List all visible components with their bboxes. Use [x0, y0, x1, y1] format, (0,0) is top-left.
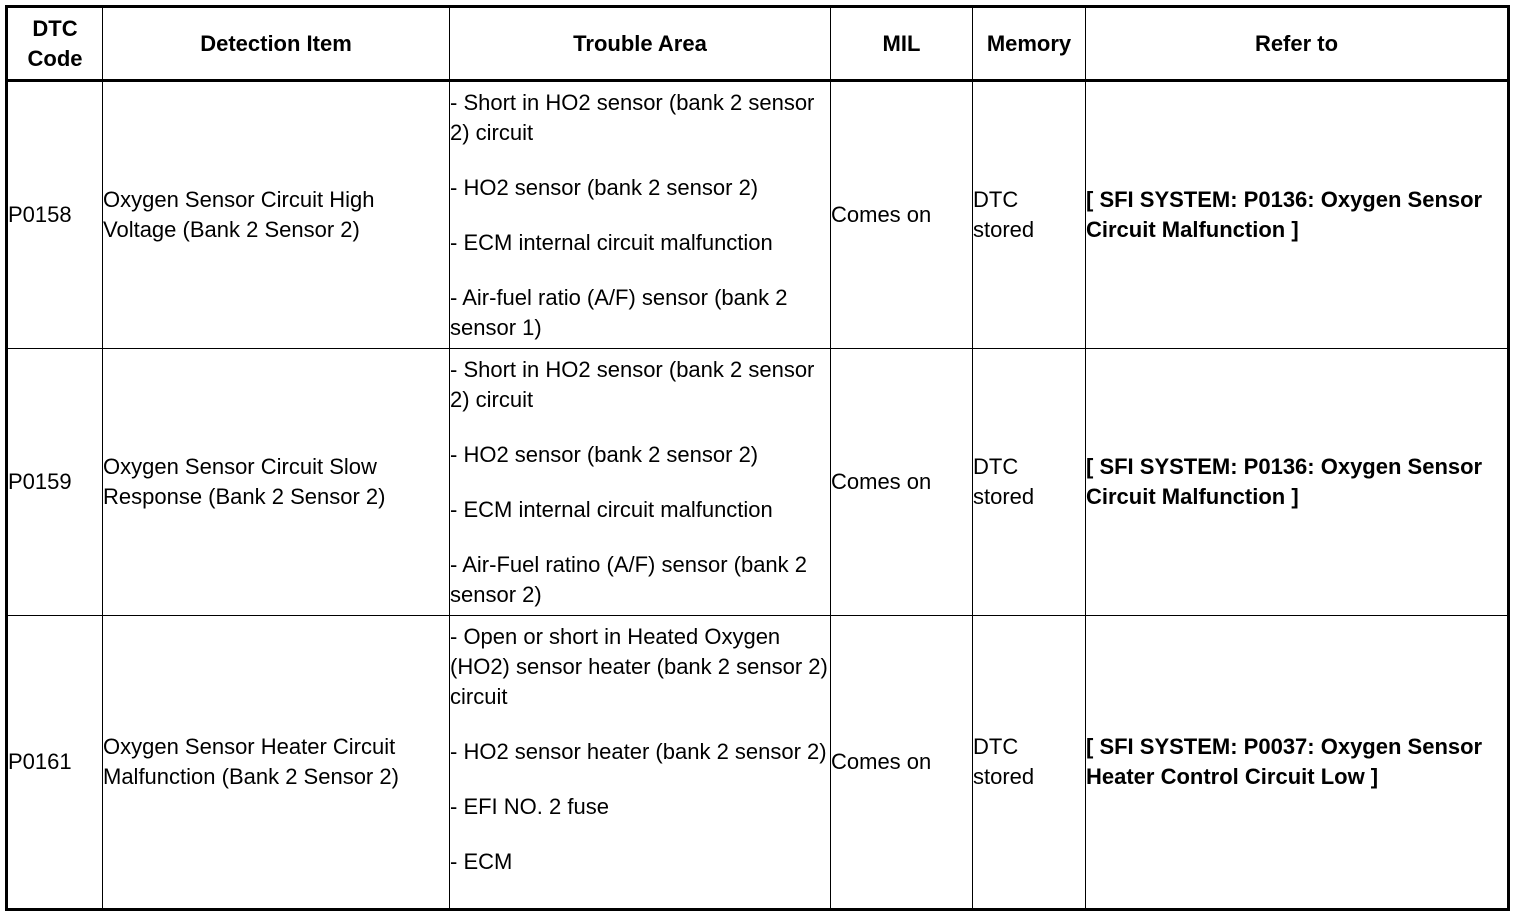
detection-item-cell: Oxygen Sensor Circuit Slow Response (Ban… — [102, 348, 450, 616]
table-row: P0161 Oxygen Sensor Heater Circuit Malfu… — [6, 615, 1509, 910]
header-detection-item: Detection Item — [102, 6, 450, 82]
refer-to-cell: [ SFI SYSTEM: P0136: Oxygen Sensor Circu… — [1085, 80, 1509, 349]
header-row: DTC Code Detection Item Trouble Area MIL… — [6, 6, 1509, 82]
header-trouble-area: Trouble Area — [449, 6, 831, 82]
trouble-area-item: - ECM — [450, 849, 513, 874]
trouble-area-item: - Air-fuel ratio (A/F) sensor (bank 2 se… — [450, 285, 788, 340]
trouble-area-cell: - Open or short in Heated Oxygen (HO2) s… — [449, 615, 831, 910]
trouble-area-item: - HO2 sensor (bank 2 sensor 2) — [450, 442, 759, 467]
trouble-area-list: - Open or short in Heated Oxygen (HO2) s… — [450, 616, 830, 877]
trouble-area-item: - EFI NO. 2 fuse — [450, 794, 609, 819]
header-refer-to: Refer to — [1085, 6, 1509, 82]
detection-item-cell: Oxygen Sensor Circuit High Voltage (Bank… — [102, 80, 450, 349]
refer-to-cell: [ SFI SYSTEM: P0037: Oxygen Sensor Heate… — [1085, 615, 1509, 910]
trouble-area-item: - Air-Fuel ratino (A/F) sensor (bank 2 s… — [450, 552, 808, 607]
trouble-area-cell: - Short in HO2 sensor (bank 2 sensor 2) … — [449, 348, 831, 616]
mil-cell: Comes on — [830, 80, 973, 349]
detection-item-cell: Oxygen Sensor Heater Circuit Malfunction… — [102, 615, 450, 910]
dtc-code-cell: P0159 — [6, 348, 103, 616]
header-dtc-code: DTC Code — [6, 6, 103, 82]
trouble-area-item: - HO2 sensor (bank 2 sensor 2) — [450, 175, 759, 200]
refer-to-cell: [ SFI SYSTEM: P0136: Oxygen Sensor Circu… — [1085, 348, 1509, 616]
header-memory: Memory — [972, 6, 1086, 82]
trouble-area-item: - Short in HO2 sensor (bank 2 sensor 2) … — [450, 357, 815, 412]
dtc-table: DTC Code Detection Item Trouble Area MIL… — [5, 5, 1510, 911]
memory-cell: DTC stored — [972, 615, 1086, 910]
trouble-area-list: - Short in HO2 sensor (bank 2 sensor 2) … — [450, 82, 830, 343]
trouble-area-item: - Short in HO2 sensor (bank 2 sensor 2) … — [450, 90, 815, 145]
memory-cell: DTC stored — [972, 348, 1086, 616]
dtc-code-cell: P0161 — [6, 615, 103, 910]
mil-cell: Comes on — [830, 348, 973, 616]
trouble-area-item: - Open or short in Heated Oxygen (HO2) s… — [450, 624, 828, 709]
mil-cell: Comes on — [830, 615, 973, 910]
trouble-area-cell: - Short in HO2 sensor (bank 2 sensor 2) … — [449, 80, 831, 349]
trouble-area-item: - ECM internal circuit malfunction — [450, 497, 773, 522]
trouble-area-item: - HO2 sensor heater (bank 2 sensor 2) — [450, 739, 827, 764]
trouble-area-item: - ECM internal circuit malfunction — [450, 230, 773, 255]
trouble-area-list: - Short in HO2 sensor (bank 2 sensor 2) … — [450, 349, 830, 610]
header-mil: MIL — [830, 6, 973, 82]
table-row: P0159 Oxygen Sensor Circuit Slow Respons… — [6, 348, 1509, 616]
table-row: P0158 Oxygen Sensor Circuit High Voltage… — [6, 80, 1509, 349]
memory-cell: DTC stored — [972, 80, 1086, 349]
dtc-code-cell: P0158 — [6, 80, 103, 349]
